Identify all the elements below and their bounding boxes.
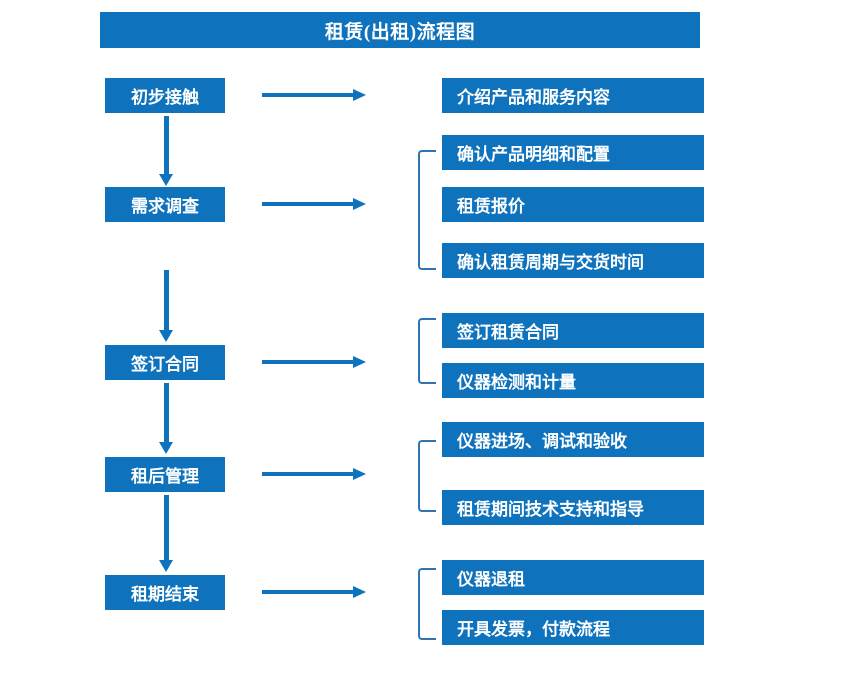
detail-label: 确认租赁周期与交货时间 (457, 253, 644, 272)
stage-box-requirement-survey[interactable]: 需求调查 (105, 187, 225, 222)
stage-box-post-rental-management[interactable]: 租后管理 (105, 457, 225, 492)
arrow-shaft (262, 93, 354, 97)
detail-box-rental-quotation[interactable]: 租赁报价 (442, 187, 704, 222)
detail-box-confirm-period-delivery[interactable]: 确认租赁周期与交货时间 (442, 243, 704, 278)
detail-box-instrument-entry-commissioning[interactable]: 仪器进场、调试和验收 (442, 422, 704, 457)
arrow-head (353, 356, 366, 368)
arrow-head (159, 560, 173, 572)
arrow-shaft (164, 495, 169, 560)
group-bracket-lease-end (418, 568, 436, 640)
detail-label: 仪器退租 (457, 570, 525, 589)
arrow-shaft (164, 383, 169, 442)
stage-box-initial-contact[interactable]: 初步接触 (105, 78, 225, 113)
down-arrow-icon-survey-to-contract (159, 270, 173, 342)
arrow-shaft (262, 590, 354, 594)
stage-label: 初步接触 (131, 88, 199, 107)
arrow-shaft (262, 202, 354, 206)
arrow-head (159, 442, 173, 454)
arrow-head (353, 89, 366, 101)
group-bracket-post-rental-management (418, 440, 436, 512)
arrow-head (353, 198, 366, 210)
arrow-head (353, 586, 366, 598)
stage-label: 需求调查 (131, 197, 199, 216)
arrow-shaft (164, 270, 169, 330)
detail-box-confirm-product-spec[interactable]: 确认产品明细和配置 (442, 135, 704, 170)
chart-title-text: 租赁(出租)流程图 (324, 21, 476, 43)
detail-box-invoice-payment[interactable]: 开具发票，付款流程 (442, 610, 704, 645)
detail-label: 仪器进场、调试和验收 (457, 432, 627, 451)
arrow-shaft (164, 116, 169, 174)
chart-title-banner: 租赁(出租)流程图 (100, 12, 700, 48)
arrow-head (159, 330, 173, 342)
right-arrow-icon-initial-contact (262, 87, 366, 103)
stage-label: 签订合同 (131, 355, 199, 374)
detail-box-instrument-inspection[interactable]: 仪器检测和计量 (442, 363, 704, 398)
right-arrow-icon-sign-contract (262, 354, 366, 370)
detail-label: 仪器检测和计量 (457, 373, 576, 392)
detail-label: 确认产品明细和配置 (457, 145, 610, 164)
detail-label: 租赁报价 (457, 197, 525, 216)
arrow-shaft (262, 472, 354, 476)
arrow-head (353, 468, 366, 480)
detail-box-technical-support[interactable]: 租赁期间技术支持和指导 (442, 490, 704, 525)
stage-box-lease-end[interactable]: 租期结束 (105, 575, 225, 610)
stage-box-sign-contract[interactable]: 签订合同 (105, 345, 225, 380)
detail-box-introduce-products[interactable]: 介绍产品和服务内容 (442, 78, 704, 113)
stage-label: 租期结束 (131, 585, 199, 604)
arrow-head (159, 174, 173, 186)
detail-label: 签订租赁合同 (457, 323, 559, 342)
stage-label: 租后管理 (131, 467, 199, 486)
down-arrow-icon-contact-to-survey (159, 116, 173, 186)
group-bracket-sign-contract (418, 318, 436, 384)
detail-box-sign-rental-contract[interactable]: 签订租赁合同 (442, 313, 704, 348)
detail-label: 介绍产品和服务内容 (457, 88, 610, 107)
detail-box-instrument-return[interactable]: 仪器退租 (442, 560, 704, 595)
down-arrow-icon-management-to-end (159, 495, 173, 572)
detail-label: 租赁期间技术支持和指导 (457, 500, 644, 519)
right-arrow-icon-lease-end (262, 584, 366, 600)
right-arrow-icon-post-rental-management (262, 466, 366, 482)
group-bracket-requirement-survey (418, 150, 436, 270)
right-arrow-icon-requirement-survey (262, 196, 366, 212)
arrow-shaft (262, 360, 354, 364)
detail-label: 开具发票，付款流程 (457, 620, 610, 639)
down-arrow-icon-contract-to-management (159, 383, 173, 454)
